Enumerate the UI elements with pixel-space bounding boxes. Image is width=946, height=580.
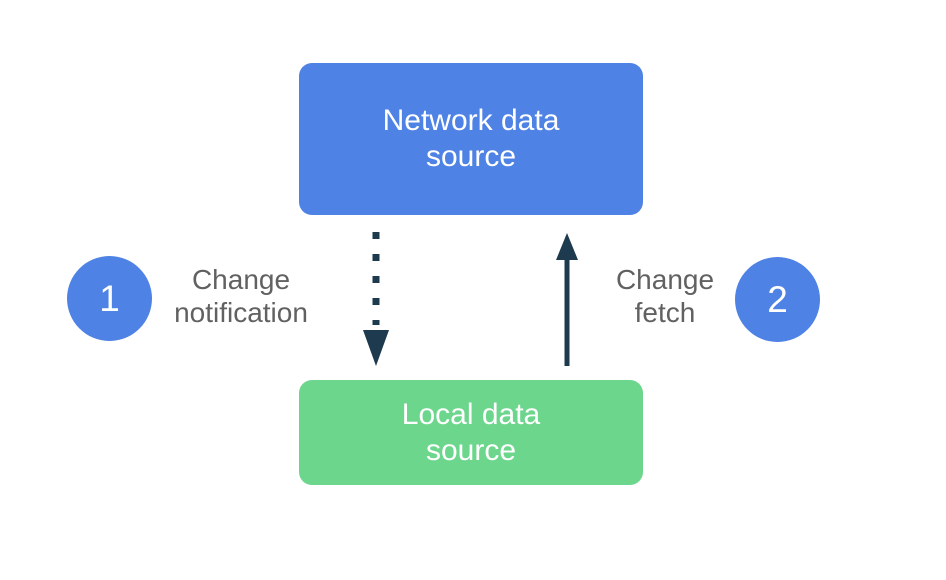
change-notification-arrow-icon (363, 232, 389, 366)
step-1-number: 1 (99, 277, 120, 319)
step-2-badge: 2 (735, 257, 820, 342)
network-data-source-node: Network data source (299, 63, 643, 215)
local-data-source-label: Local data source (401, 397, 541, 467)
change-notification-label: Change notification (174, 264, 308, 328)
local-data-source-node: Local data source (299, 380, 643, 485)
change-fetch-label: Change fetch (615, 264, 715, 328)
step-2-number: 2 (767, 278, 788, 320)
step-1-badge: 1 (67, 256, 152, 341)
network-data-source-label: Network data source (382, 104, 560, 173)
